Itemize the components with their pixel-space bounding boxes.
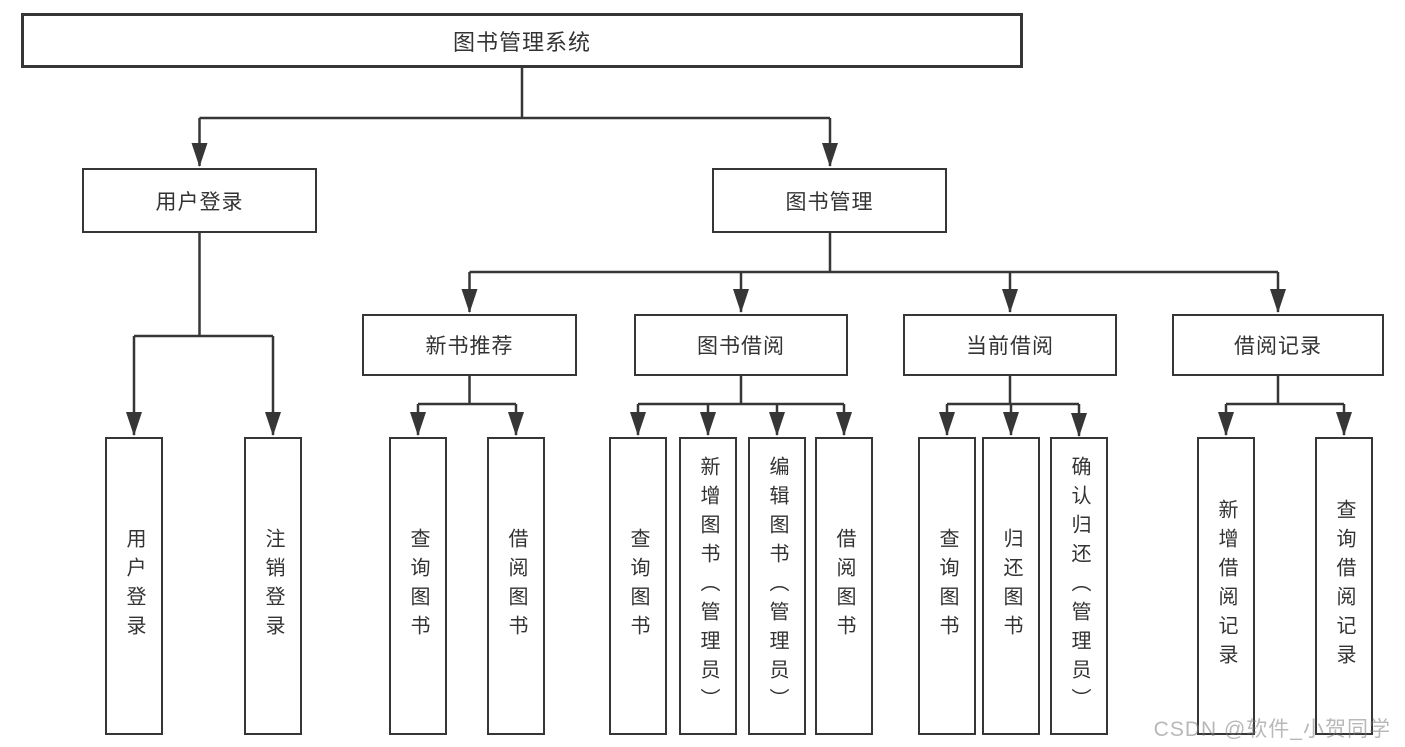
leaf-query-books-borrow: 查询图书 [609,437,667,735]
leaf-borrow-books-recommend: 借阅图书 [487,437,545,735]
leaf-borrow-books: 借阅图书 [815,437,873,735]
connector-user-login [134,233,273,338]
connector-root [199,68,830,120]
node-library-management-system: 图书管理系统 [21,13,1023,68]
leaf-query-books-recommend: 查询图书 [389,437,447,735]
node-borrowing-records: 借阅记录 [1172,314,1384,376]
connector-book-management [469,233,1278,274]
node-user-login: 用户登录 [82,168,317,233]
node-book-borrowing: 图书借阅 [634,314,848,376]
node-new-book-recommendation: 新书推荐 [362,314,577,376]
leaf-add-books-admin: 新增图书（管理员） [679,437,737,735]
leaf-add-borrow-record: 新增借阅记录 [1197,437,1255,735]
leaf-query-books-current: 查询图书 [918,437,976,735]
leaf-return-books: 归还图书 [982,437,1040,735]
connector-borrow-records [1226,376,1344,406]
leaf-query-borrow-record: 查询借阅记录 [1315,437,1373,735]
leaf-edit-books-admin: 编辑图书（管理员） [748,437,806,735]
leaf-confirm-return-admin: 确认归还（管理员） [1050,437,1108,735]
node-book-management: 图书管理 [712,168,947,233]
connector-book-borrow [638,376,844,406]
connector-new-books [418,376,516,406]
csdn-watermark: CSDN @软件_小贺同学 [1153,718,1391,741]
node-current-borrowing: 当前借阅 [903,314,1117,376]
leaf-user-login: 用户登录 [105,437,163,735]
connector-current-borrow [947,376,1079,406]
leaf-logout: 注销登录 [244,437,302,735]
